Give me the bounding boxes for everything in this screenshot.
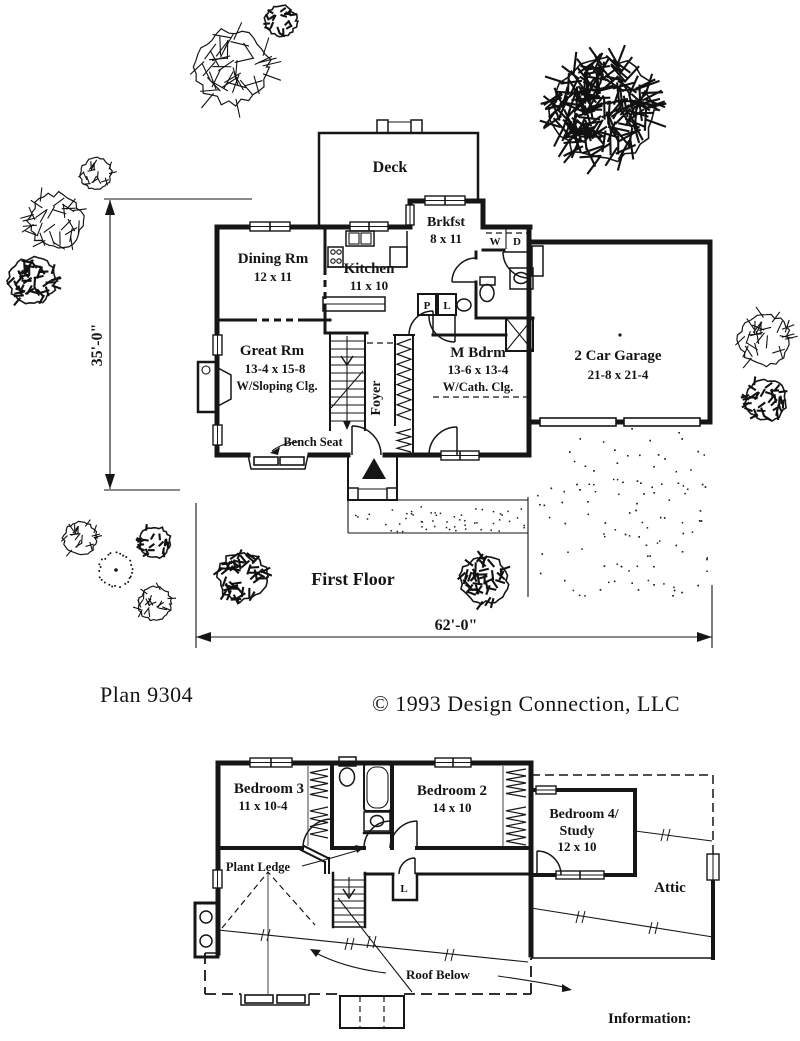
tree-icon xyxy=(189,22,282,118)
copyright: © 1993 Design Connection, LLC xyxy=(372,691,680,716)
tree-icon xyxy=(132,582,177,622)
tree-icon xyxy=(98,551,134,589)
room-size-bedroom3: 11 x 10-4 xyxy=(238,798,288,813)
room-size-kitchen: 11 x 10 xyxy=(350,278,388,293)
tree-icon xyxy=(263,4,299,38)
height-dimension: 35'-0" xyxy=(89,324,106,367)
pantry-label: P xyxy=(424,300,431,312)
room-size-garage: 21-8 x 21-4 xyxy=(588,367,649,382)
tree-icon xyxy=(735,306,798,369)
washer-label: W xyxy=(490,236,501,248)
room-label-mbdrm: M Bdrm xyxy=(450,345,506,361)
closets-and-stairs xyxy=(260,338,671,962)
linen-label: L xyxy=(443,300,450,312)
tree-icon xyxy=(740,376,788,423)
room-size-bedroom4: 12 x 10 xyxy=(558,839,597,854)
room-size-brkfst: 8 x 11 xyxy=(430,231,462,246)
room-note-great-rm: W/Sloping Clg. xyxy=(236,379,317,393)
second-floor-fixtures xyxy=(301,756,572,992)
linen-label-2f: L xyxy=(400,883,407,895)
tree-icon xyxy=(78,156,117,190)
labels: Deck Brkfst 8 x 11 Dining Rm 12 x 11 Kit… xyxy=(89,159,691,1027)
room-size-dining: 12 x 11 xyxy=(254,269,292,284)
room-label-attic: Attic xyxy=(654,880,686,896)
roof-below-label: Roof Below xyxy=(406,967,471,982)
room-label-deck: Deck xyxy=(373,159,408,176)
width-dimension: 62'-0" xyxy=(435,617,478,634)
tree-icon xyxy=(135,523,172,560)
room-size-great-rm: 13-4 x 15-8 xyxy=(245,361,306,376)
tree-icon xyxy=(60,519,103,557)
first-floor-fixtures xyxy=(104,119,713,648)
tree-icon xyxy=(5,255,62,307)
room-label-great-rm: Great Rm xyxy=(240,343,305,359)
bench-seat-label: Bench Seat xyxy=(283,435,343,449)
dryer-label: D xyxy=(513,236,521,248)
room-label-bedroom3: Bedroom 3 xyxy=(234,781,304,797)
plan-number: Plan 9304 xyxy=(100,682,193,707)
room-size-mbdrm: 13-6 x 13-4 xyxy=(448,362,509,377)
room-label-brkfst: Brkfst xyxy=(427,215,465,230)
room-note-mbdrm: W/Cath. Clg. xyxy=(443,380,514,394)
tree-icon xyxy=(20,187,87,250)
room-size-bedroom2: 14 x 10 xyxy=(433,800,472,815)
tree-icon xyxy=(212,549,273,605)
room-label-dining: Dining Rm xyxy=(238,251,309,267)
information-label: Information: xyxy=(608,1011,691,1027)
tree-icons xyxy=(5,4,798,622)
room-label-kitchen: Kitchen xyxy=(344,261,395,277)
room-label-bedroom4-line1: Bedroom 4/ xyxy=(549,807,619,822)
windows xyxy=(212,195,720,889)
room-label-bedroom4-line2: Study xyxy=(559,824,594,839)
first-floor-title: First Floor xyxy=(311,569,394,589)
room-label-bedroom2: Bedroom 2 xyxy=(417,783,487,799)
room-label-foyer: Foyer xyxy=(369,381,384,416)
tree-icon xyxy=(456,550,511,611)
plant-ledge-label: Plant Ledge xyxy=(226,860,291,874)
tree-icon xyxy=(539,44,667,175)
driveway-walk-texture xyxy=(355,428,708,597)
first-floor-walls xyxy=(214,198,713,458)
room-label-garage: 2 Car Garage xyxy=(574,348,662,364)
